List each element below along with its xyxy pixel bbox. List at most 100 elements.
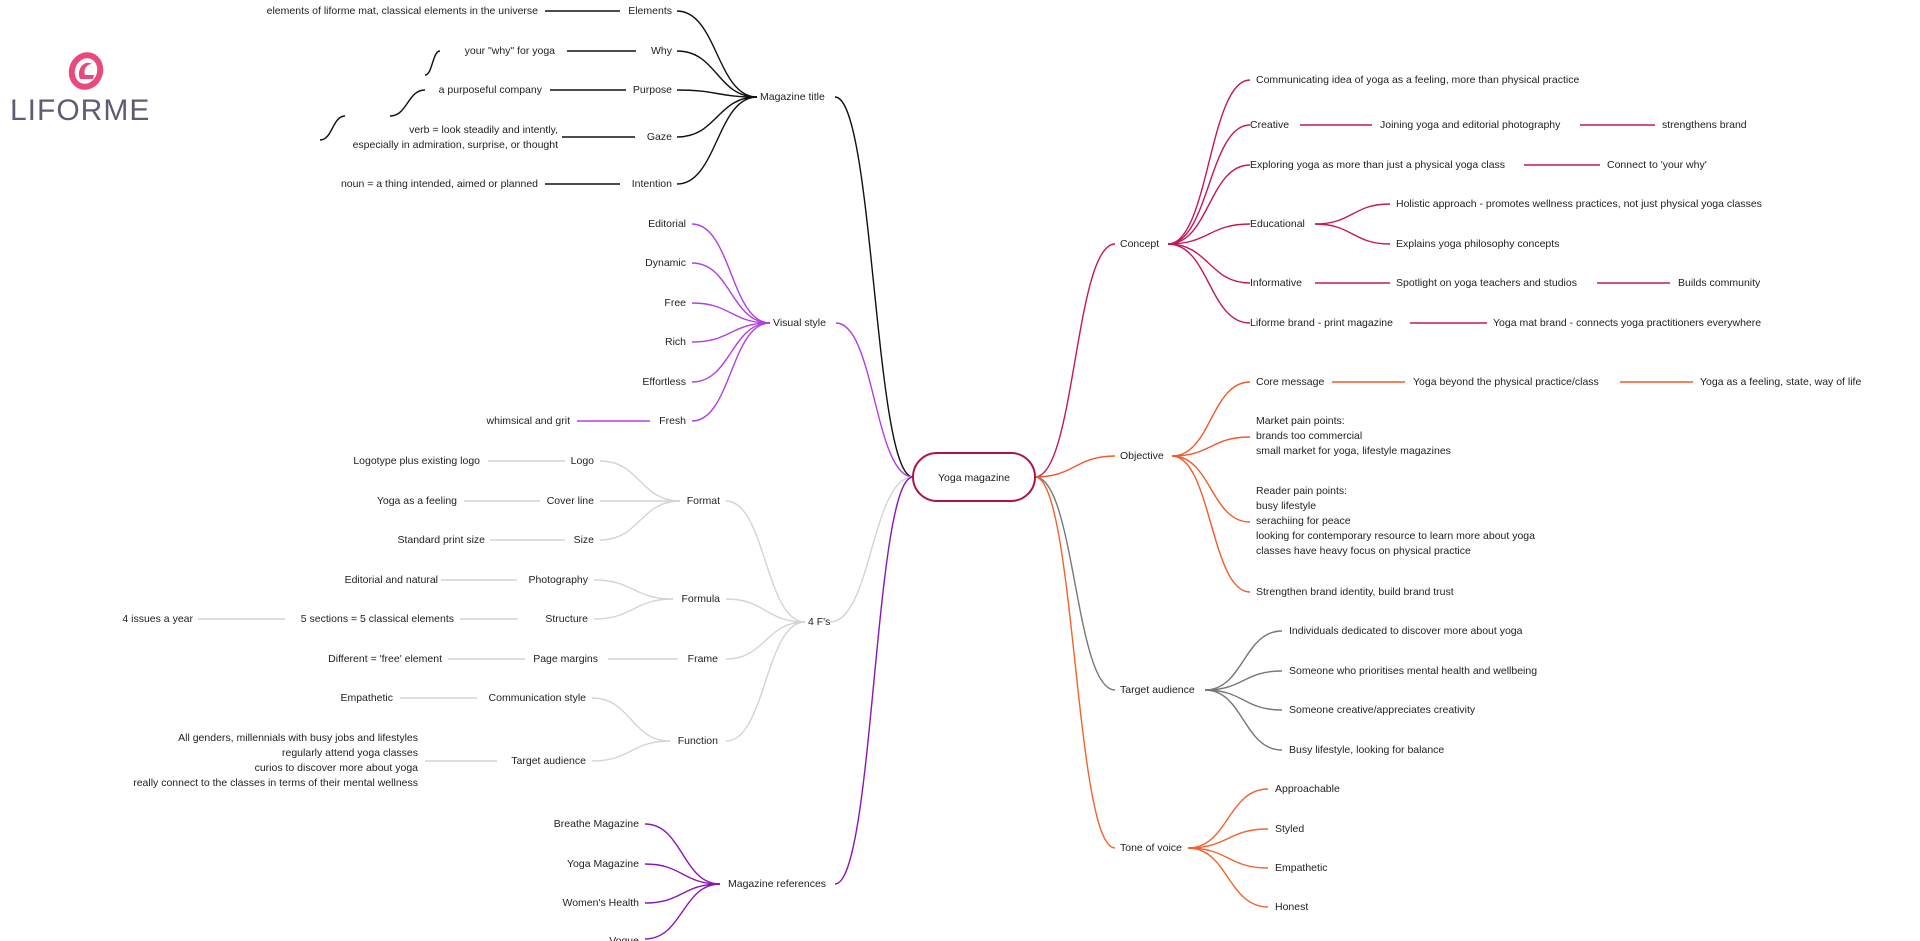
function-target-audience[interactable]: Target audience <box>511 755 586 767</box>
branch-target-audience[interactable]: Target audience <box>1120 684 1195 696</box>
fourf-function[interactable]: Function <box>678 735 718 747</box>
informative-2[interactable]: Builds community <box>1678 277 1761 289</box>
connector-curve <box>591 740 671 762</box>
root-node-box[interactable] <box>912 452 1036 502</box>
format-cover-line[interactable]: Cover line <box>547 495 594 507</box>
title-child-intention[interactable]: Intention <box>632 178 672 190</box>
fourf-connector-frame <box>725 621 806 660</box>
frame-page-margins[interactable]: Page margins <box>533 653 598 665</box>
photo-note[interactable]: Editorial and natural <box>345 574 438 586</box>
objective-core-message[interactable]: Core message <box>1256 376 1324 388</box>
market-line-2[interactable]: small market for yoga, lifestyle magazin… <box>1256 445 1451 457</box>
gaze-note-line-2[interactable]: especially in admiration, surprise, or t… <box>353 139 559 151</box>
root-to-concept <box>1034 243 1116 478</box>
branch-concept[interactable]: Concept <box>1120 238 1159 250</box>
branch-magazine-references[interactable]: Magazine references <box>728 878 826 890</box>
why-note[interactable]: your "why" for yoga <box>465 45 555 57</box>
creative-1[interactable]: Joining yoga and editorial photography <box>1380 119 1561 131</box>
reference-connector-0 <box>644 823 721 885</box>
reader-line-4[interactable]: classes have heavy focus on physical pra… <box>1256 545 1471 557</box>
concept-connector-3 <box>1167 223 1251 245</box>
market-line-1[interactable]: brands too commercial <box>1256 430 1362 442</box>
reference-item-2[interactable]: Women's Health <box>562 897 639 909</box>
branch-tone-of-voice[interactable]: Tone of voice <box>1120 842 1182 854</box>
audience-note-line-0[interactable]: All genders, millennials with busy jobs … <box>178 732 418 744</box>
tone-item-1[interactable]: Styled <box>1275 823 1304 835</box>
audience-item-3[interactable]: Busy lifestyle, looking for balance <box>1289 744 1444 756</box>
fourf-frame[interactable]: Frame <box>688 653 718 665</box>
tone-item-2[interactable]: Empathetic <box>1275 862 1328 874</box>
branch-visual-style[interactable]: Visual style <box>773 317 826 329</box>
educational-1[interactable]: Holistic approach - promotes wellness pr… <box>1396 198 1762 210</box>
core-1[interactable]: Yoga beyond the physical practice/class <box>1413 376 1599 388</box>
visual-connector-5 <box>691 322 771 422</box>
reader-line-1[interactable]: busy lifestyle <box>1256 500 1316 512</box>
concept-connector-2 <box>1167 164 1251 245</box>
reference-item-1[interactable]: Yoga Magazine <box>567 858 639 870</box>
title-child-elements[interactable]: Elements <box>628 5 672 17</box>
concept-creative[interactable]: Creative <box>1250 119 1289 131</box>
cover-note[interactable]: Yoga as a feeling <box>377 495 457 507</box>
audience-item-1[interactable]: Someone who prioritises mental health an… <box>1289 665 1537 677</box>
logo-note[interactable]: Logotype plus existing logo <box>353 455 480 467</box>
structure-note[interactable]: 5 sections = 5 classical elements <box>301 613 454 625</box>
visual-item-1[interactable]: Dynamic <box>645 257 686 269</box>
concept-exploring[interactable]: Exploring yoga as more than just a physi… <box>1250 159 1505 171</box>
issues-note[interactable]: 4 issues a year <box>122 613 193 625</box>
reference-item-0[interactable]: Breathe Magazine <box>554 818 639 830</box>
exploring-1[interactable]: Connect to 'your why' <box>1607 159 1707 171</box>
fourf-format[interactable]: Format <box>687 495 720 507</box>
comm-note[interactable]: Empathetic <box>340 692 393 704</box>
reader-line-2[interactable]: serachiing for peace <box>1256 515 1351 527</box>
elements-note[interactable]: elements of liforme mat, classical eleme… <box>267 5 539 17</box>
title-child-purpose[interactable]: Purpose <box>633 84 672 96</box>
function-communication-style[interactable]: Communication style <box>489 692 587 704</box>
educational-2[interactable]: Explains yoga philosophy concepts <box>1396 238 1559 250</box>
title-child-why[interactable]: Why <box>651 45 673 57</box>
intention-note[interactable]: noun = a thing intended, aimed or planne… <box>341 178 538 190</box>
purpose-note[interactable]: a purposeful company <box>439 84 543 96</box>
concept-liforme[interactable]: Liforme brand - print magazine <box>1250 317 1393 329</box>
format-size[interactable]: Size <box>574 534 595 546</box>
size-note[interactable]: Standard print size <box>397 534 485 546</box>
objective-connector-3 <box>1171 455 1251 593</box>
audience-note-line-3[interactable]: really connect to the classes in terms o… <box>133 777 418 789</box>
branch-objective[interactable]: Objective <box>1120 450 1164 462</box>
reader-line-3[interactable]: looking for contemporary resource to lea… <box>1256 530 1535 542</box>
format-logo[interactable]: Logo <box>571 455 595 467</box>
informative-1[interactable]: Spotlight on yoga teachers and studios <box>1396 277 1577 289</box>
visual-item-3[interactable]: Rich <box>665 336 686 348</box>
tone-item-0[interactable]: Approachable <box>1275 783 1340 795</box>
core-2[interactable]: Yoga as a feeling, state, way of life <box>1700 376 1861 388</box>
branch-magazine-title[interactable]: Magazine title <box>760 91 825 103</box>
concept-informative[interactable]: Informative <box>1250 277 1302 289</box>
branch-four-fs[interactable]: 4 F's <box>808 616 830 628</box>
market-line-0[interactable]: Market pain points: <box>1256 415 1345 427</box>
fourf-connector-formula <box>725 598 806 623</box>
title-child-gaze[interactable]: Gaze <box>647 131 672 143</box>
formula-photography[interactable]: Photography <box>528 574 588 586</box>
reader-line-0[interactable]: Reader pain points: <box>1256 485 1347 497</box>
audience-note-line-2[interactable]: curios to discover more about yoga <box>255 762 419 774</box>
reference-item-3[interactable]: Vogue <box>609 935 639 941</box>
creative-2[interactable]: strengthens brand <box>1662 119 1747 131</box>
formula-structure[interactable]: Structure <box>545 613 588 625</box>
visual-item-4[interactable]: Effortless <box>642 376 686 388</box>
objective-strengthen[interactable]: Strengthen brand identity, build brand t… <box>1256 586 1454 598</box>
audience-note-line-1[interactable]: regularly attend yoga classes <box>282 747 418 759</box>
fresh-note[interactable]: whimsical and grit <box>486 415 571 427</box>
visual-item-2[interactable]: Free <box>664 297 686 309</box>
visual-item-5[interactable]: Fresh <box>659 415 686 427</box>
visual-item-0[interactable]: Editorial <box>648 218 686 230</box>
concept-educational[interactable]: Educational <box>1250 218 1305 230</box>
tone-item-3[interactable]: Honest <box>1275 901 1308 913</box>
gaze-note-line-1[interactable]: verb = look steadily and intently, <box>409 124 558 136</box>
margins-note[interactable]: Different = 'free' element <box>328 653 442 665</box>
audience-item-0[interactable]: Individuals dedicated to discover more a… <box>1289 625 1523 637</box>
title-connector-purpose <box>676 89 758 98</box>
liforme-1[interactable]: Yoga mat brand - connects yoga practitio… <box>1493 317 1761 329</box>
fourf-formula[interactable]: Formula <box>681 593 720 605</box>
audience-item-2[interactable]: Someone creative/appreciates creativity <box>1289 704 1476 716</box>
concept-communicating[interactable]: Communicating idea of yoga as a feeling,… <box>1256 74 1580 86</box>
